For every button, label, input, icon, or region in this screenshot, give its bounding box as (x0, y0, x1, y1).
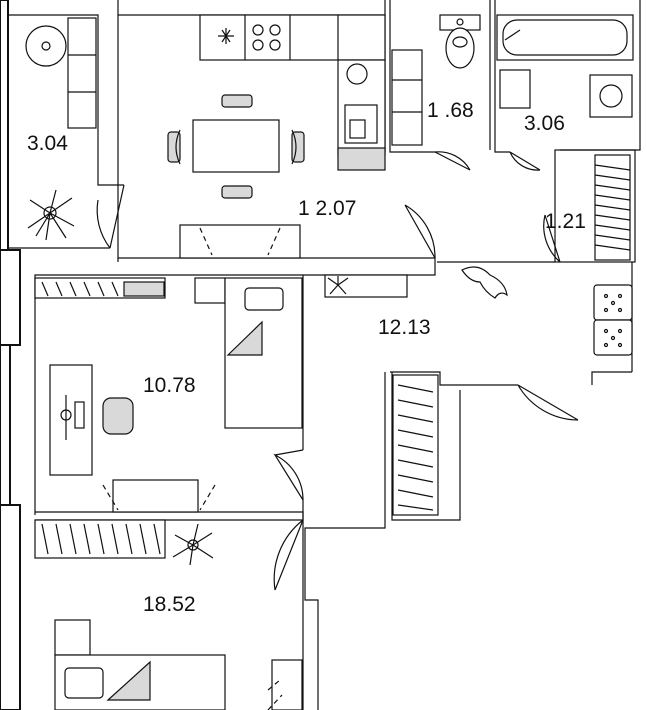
stove-icon (252, 24, 281, 51)
sink-icon (344, 104, 378, 144)
plant-icon (327, 276, 349, 295)
room-labels: 3.04 1 2.07 1 .68 3.06 1.21 12.13 10.78 … (27, 99, 586, 616)
balcony-furniture (25, 17, 97, 241)
area-label-bedroom-1: 10.78 (143, 374, 196, 397)
dog-icon (461, 266, 508, 299)
kitchen-furniture (167, 14, 386, 259)
area-label-wc: 1 .68 (427, 99, 474, 122)
fan-icon (218, 28, 234, 44)
area-label-hall: 12.13 (378, 316, 431, 339)
washing-machine-icon (346, 63, 368, 85)
closet-shelves (594, 154, 631, 261)
bath-fixtures (496, 14, 634, 118)
hall-furniture (324, 266, 633, 516)
dots-icon (603, 293, 623, 348)
area-label-bedroom-2: 18.52 (143, 593, 196, 616)
area-label-balcony: 3.04 (27, 132, 68, 155)
bedroom2-furniture (34, 519, 303, 710)
doors (96, 151, 579, 591)
plant-icon (172, 523, 214, 566)
area-label-bathroom: 3.06 (524, 112, 565, 135)
wc-fixtures (391, 14, 481, 146)
bedroom1-furniture (34, 277, 303, 513)
area-label-closet: 1.21 (545, 210, 586, 233)
area-label-kitchen: 1 2.07 (298, 197, 356, 220)
plant-icon (27, 189, 75, 241)
